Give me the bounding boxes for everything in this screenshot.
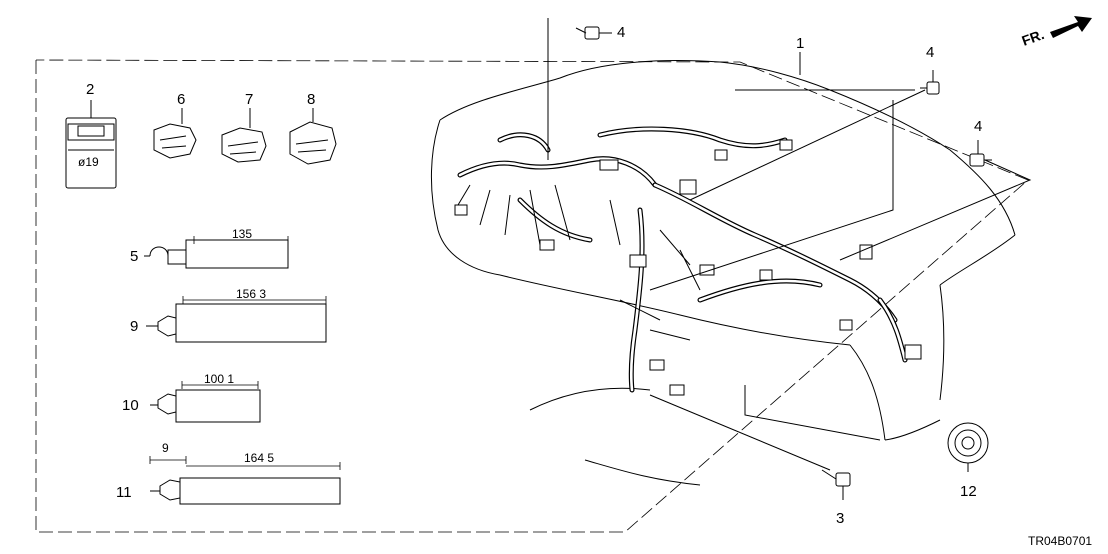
callout-6: 6 — [177, 91, 185, 108]
grommet — [947, 422, 989, 472]
part9-length: 156 3 — [236, 287, 266, 301]
callout-11: 11 — [116, 484, 132, 501]
bolt-top — [575, 26, 612, 40]
callout-5: 5 — [130, 248, 138, 265]
band-clip-part-9: 156 3 — [146, 287, 327, 343]
clip-part-7 — [221, 108, 267, 163]
dashed-frame — [35, 59, 1029, 533]
callout-4-top: 4 — [617, 24, 625, 41]
bolt-right — [969, 140, 992, 167]
callout-4-upper-right: 4 — [926, 44, 934, 61]
band-clip-part-11: 9 164 5 — [149, 441, 341, 505]
bolt-bottom — [821, 469, 851, 500]
drawing-code: TR04B0701 — [1028, 534, 1092, 548]
clip-part-2: ø19 — [65, 100, 117, 189]
callout-numbers: 1 2 3 4 4 4 5 6 7 8 9 10 11 12 — [86, 24, 982, 527]
clip-part-6 — [153, 108, 197, 159]
part2-diameter: ø19 — [78, 155, 99, 169]
callout-4-right: 4 — [974, 118, 982, 135]
callout-3: 3 — [836, 510, 844, 527]
bolt-upper-right — [920, 70, 940, 95]
part10-length: 100 1 — [204, 372, 234, 386]
callout-10: 10 — [122, 397, 139, 414]
callout-12: 12 — [960, 483, 977, 500]
callout-2: 2 — [86, 81, 94, 98]
callout-8: 8 — [307, 91, 315, 108]
callout-1: 1 — [796, 35, 804, 52]
part11-offset: 9 — [162, 441, 169, 455]
direction-label: FR. — [1020, 26, 1047, 49]
band-clip-part-10: 100 1 — [150, 372, 261, 423]
front-direction-arrow: FR. — [1020, 16, 1092, 49]
dashboard-outline — [430, 60, 1016, 486]
band-clip-part-5: 135 — [144, 227, 289, 269]
clip-part-8 — [289, 108, 337, 165]
part11-length: 164 5 — [244, 451, 274, 465]
leader-lines — [547, 18, 1032, 471]
part5-length: 135 — [232, 227, 252, 241]
callout-9: 9 — [130, 318, 138, 335]
callout-7: 7 — [245, 91, 253, 108]
wire-harness — [454, 126, 922, 396]
